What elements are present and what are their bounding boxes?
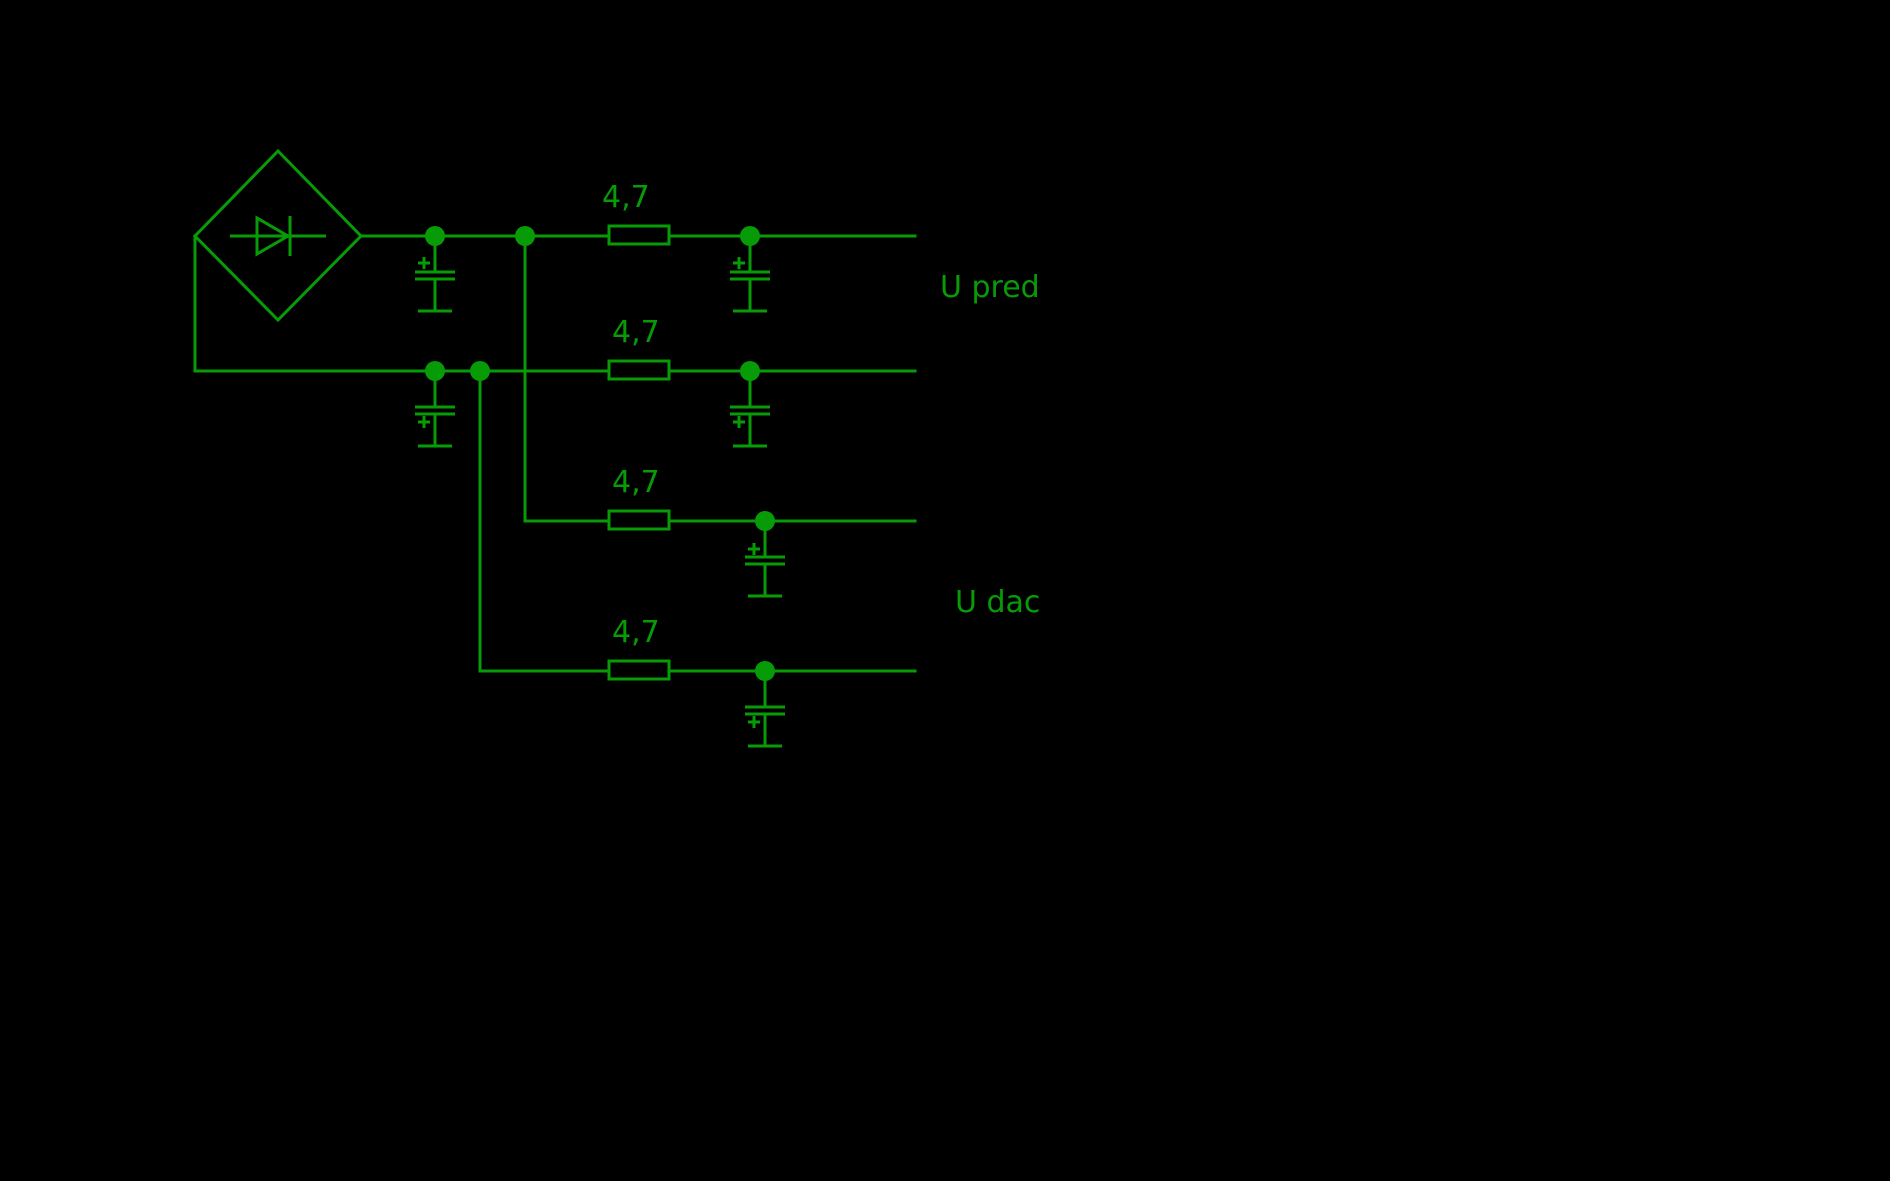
junction-dot: [470, 361, 490, 381]
junction-dot: [740, 226, 760, 246]
junction-dot: [515, 226, 535, 246]
capacitor-c5: [745, 521, 785, 598]
resistor-r1: 4,7: [602, 180, 671, 246]
junction-dot: [740, 361, 760, 381]
resistor-r4-value: 4,7: [612, 615, 660, 650]
capacitor-c2: [415, 371, 455, 448]
capacitor-c3: [730, 236, 770, 313]
resistor-r4: 4,7: [607, 615, 671, 681]
capacitor-c6: [745, 671, 785, 748]
junction-dot: [755, 511, 775, 531]
capacitor-c4: [730, 371, 770, 448]
bridge-rectifier: [192, 148, 364, 323]
wires: [193, 234, 917, 673]
junction-dot: [425, 361, 445, 381]
diode-icon: [230, 215, 326, 257]
output-label-udac: U dac: [955, 585, 1040, 620]
capacitor-c1: [415, 236, 455, 313]
junction-dot: [755, 661, 775, 681]
resistor-r3: 4,7: [607, 465, 671, 531]
output-label-upred: U pred: [940, 270, 1040, 305]
junction-dot: [425, 226, 445, 246]
resistor-r2: 4,7: [607, 315, 671, 381]
junctions: [425, 226, 775, 681]
resistor-r3-value: 4,7: [612, 465, 660, 500]
resistor-r1-value: 4,7: [602, 180, 650, 215]
resistor-r2-value: 4,7: [612, 315, 660, 350]
